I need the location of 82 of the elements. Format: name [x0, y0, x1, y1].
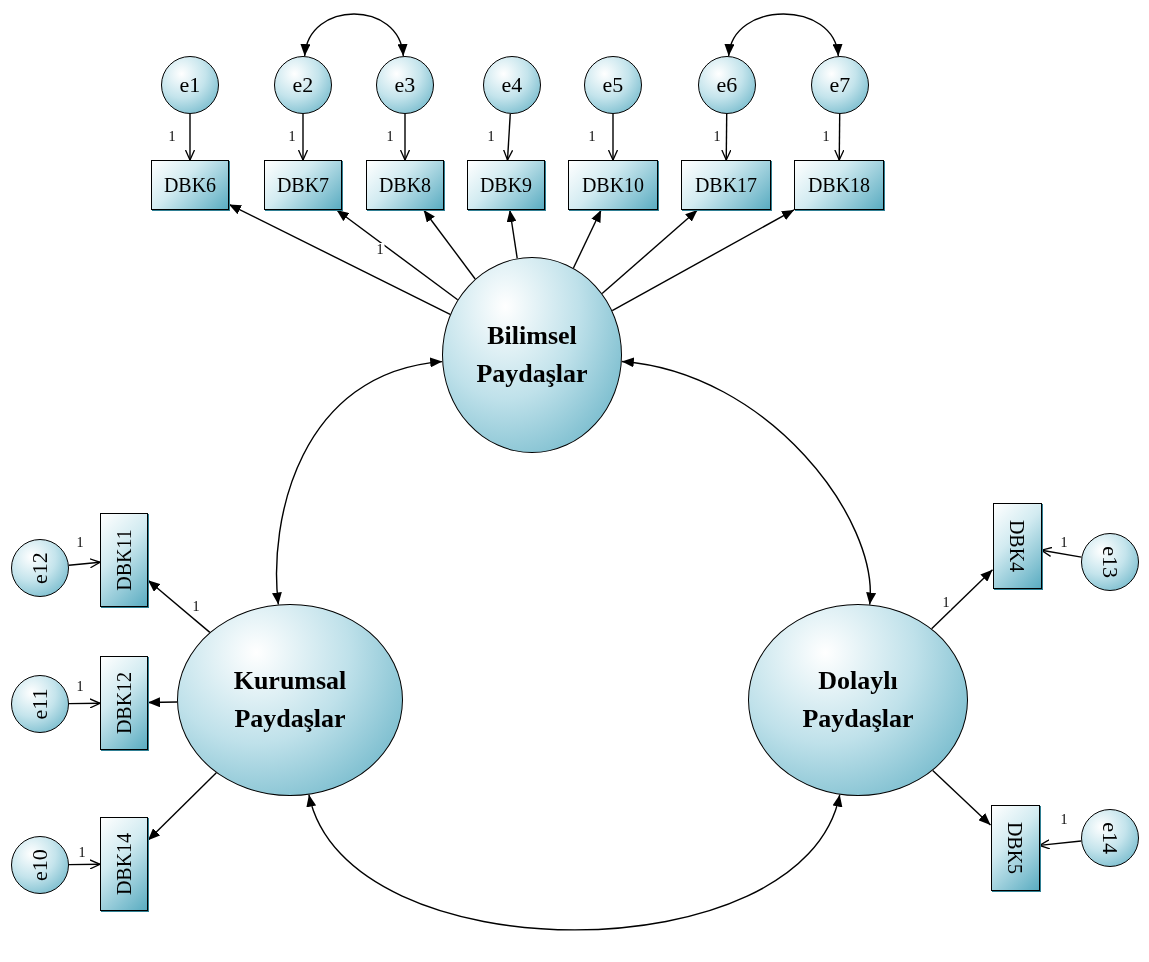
- variable-name: e12: [27, 552, 53, 584]
- arrow: [399, 113, 411, 161]
- indicator-box: [992, 503, 1042, 589]
- variable-name: e5: [602, 72, 624, 98]
- variable-name: DBK5: [1004, 821, 1026, 875]
- edge-label: 1: [941, 596, 951, 610]
- indicator-box: [100, 513, 148, 607]
- edge-label: 1: [821, 130, 831, 144]
- arrow: [228, 203, 451, 315]
- variable-name: DBK17: [694, 174, 758, 196]
- indicator-box: [151, 160, 229, 210]
- indicator-box: [100, 817, 148, 911]
- variable-name: DBK10: [581, 174, 645, 196]
- variable-name: e1: [179, 72, 201, 98]
- edge-label: 1: [75, 536, 85, 550]
- arrow: [930, 569, 994, 630]
- double-headed-arrow: [621, 358, 875, 606]
- arrow: [834, 113, 845, 161]
- edge-label: 1: [191, 600, 201, 614]
- variable-name: DBK6: [163, 174, 217, 196]
- edge-label: 1: [375, 243, 385, 257]
- variable-name: Kurumsal Paydaşlar: [232, 665, 348, 735]
- variable-name: e13: [1097, 546, 1123, 578]
- arrow: [572, 209, 602, 269]
- edge-label: 1: [167, 130, 177, 144]
- edge-label: 1: [587, 130, 597, 144]
- arrow: [506, 209, 518, 260]
- indicator-box: [366, 160, 444, 210]
- arrow: [721, 113, 732, 161]
- variable-name: e6: [716, 72, 738, 98]
- edge-label: 1: [1059, 813, 1069, 827]
- arrow: [68, 698, 101, 709]
- arrow: [1040, 546, 1083, 558]
- indicator-box: [990, 805, 1040, 891]
- edge-label: 1: [77, 846, 87, 860]
- double-headed-arrow: [726, 13, 841, 57]
- variable-name: e14: [1097, 822, 1123, 854]
- arrow: [502, 113, 514, 161]
- edge-label: 1: [385, 130, 395, 144]
- indicator-box: [467, 160, 545, 210]
- arrow: [423, 209, 476, 280]
- double-headed-arrow: [302, 13, 406, 57]
- arrow: [68, 558, 101, 569]
- variable-name: Bilimsel Paydaşlar: [475, 320, 589, 390]
- variable-name: e11: [27, 688, 53, 720]
- indicator-box: [264, 160, 342, 210]
- double-headed-arrow: [308, 793, 841, 931]
- arrow: [147, 579, 211, 634]
- indicator-box: [794, 160, 884, 210]
- variable-name: DBK18: [807, 174, 871, 196]
- arrow: [147, 772, 217, 841]
- arrow: [297, 113, 309, 161]
- variable-name: DBK11: [113, 529, 135, 591]
- variable-name: e3: [394, 72, 416, 98]
- variable-name: DBK12: [113, 671, 135, 735]
- edge-label: 1: [287, 130, 297, 144]
- variable-name: Dolaylı Paydaşlar: [801, 665, 915, 735]
- arrow: [184, 113, 196, 161]
- arrow: [601, 209, 699, 295]
- edge-label: 1: [75, 680, 85, 694]
- variable-name: DBK8: [378, 174, 432, 196]
- variable-name: e4: [501, 72, 523, 98]
- variable-name: e7: [829, 72, 851, 98]
- variable-name: DBK7: [276, 174, 330, 196]
- variable-name: e10: [27, 849, 53, 881]
- variable-name: e2: [292, 72, 314, 98]
- edge-label: 1: [486, 130, 496, 144]
- indicator-box: [100, 656, 148, 750]
- variable-name: DBK9: [479, 174, 533, 196]
- indicator-box: [568, 160, 658, 210]
- edge-label: 1: [1059, 536, 1069, 550]
- edge-label: 1: [712, 130, 722, 144]
- arrow: [607, 113, 619, 161]
- arrow: [147, 697, 178, 708]
- variable-name: DBK4: [1006, 519, 1028, 573]
- indicator-box: [681, 160, 771, 210]
- arrow: [611, 209, 795, 312]
- variable-name: DBK14: [113, 832, 135, 896]
- double-headed-arrow: [272, 358, 443, 606]
- arrow: [1038, 839, 1082, 850]
- arrow: [932, 769, 992, 826]
- arrow: [68, 859, 101, 870]
